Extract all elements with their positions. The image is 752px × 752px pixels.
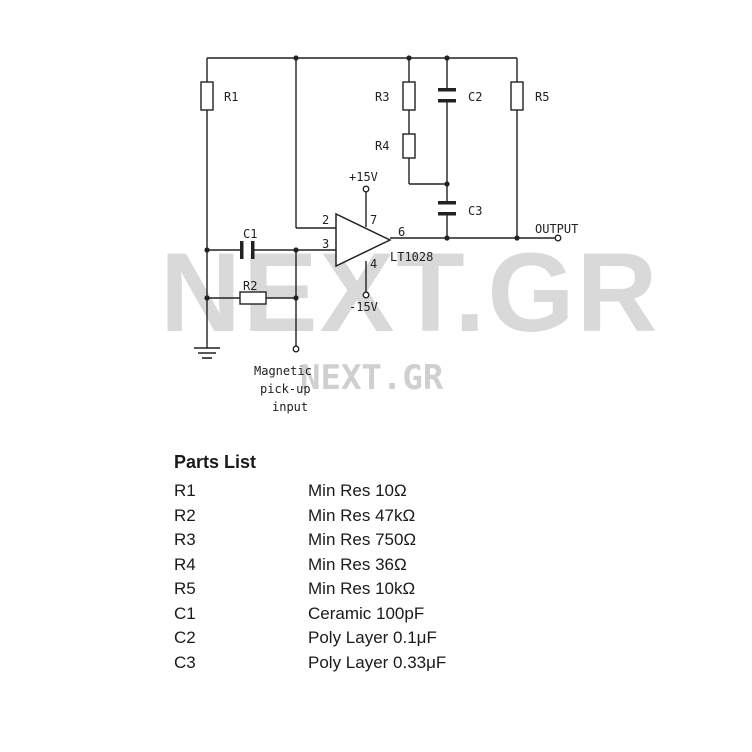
parts-list-row: C1 Ceramic 100pF	[174, 602, 446, 627]
part-ref: R4	[174, 554, 196, 574]
part-ref: R2	[174, 505, 196, 525]
output-label: OUTPUT	[535, 222, 578, 236]
part-desc: Poly Layer 0.1μF	[308, 628, 437, 647]
label-r2: R2	[243, 279, 257, 293]
parts-list-row: C3 Poly Layer 0.33μF	[174, 651, 446, 676]
part-desc: Min Res 10Ω	[308, 481, 407, 500]
opamp-pin-7: 7	[370, 213, 377, 227]
wires	[206, 57, 555, 348]
label-r1: R1	[224, 90, 238, 104]
part-ref: C2	[174, 628, 196, 647]
capacitor-plates	[240, 88, 456, 259]
resistor-r4	[402, 133, 416, 159]
watermark-small: NEXT.GR	[300, 358, 444, 398]
ground-icon	[194, 347, 220, 359]
resistor-bodies	[200, 81, 524, 305]
resistor-r1	[200, 81, 214, 111]
opamp-pin-2: 2	[322, 213, 329, 227]
parts-list-row: R2 Min Res 47kΩ	[174, 504, 446, 529]
part-ref: R5	[174, 579, 196, 598]
label-r3: R3	[375, 90, 389, 104]
label-r5: R5	[535, 90, 549, 104]
part-desc: Min Res 10kΩ	[308, 579, 416, 598]
label-c2: C2	[468, 90, 482, 104]
part-desc: Ceramic 100pF	[308, 603, 425, 623]
part-desc: Min Res 36Ω	[308, 554, 407, 574]
parts-list-title: Parts List	[174, 452, 257, 472]
junction-dots	[204, 55, 520, 301]
opamp-pin-3: 3	[322, 237, 329, 251]
opamp-pin-4: 4	[370, 257, 377, 271]
capacitor-c1-plate-a	[240, 241, 244, 259]
parts-list-row: R3 Min Res 750Ω	[174, 528, 446, 553]
part-ref: C3	[174, 652, 196, 672]
supply-negative-label: -15V	[349, 300, 378, 314]
part-desc: Min Res 750Ω	[308, 530, 417, 549]
parts-list-row: R4 Min Res 36Ω	[174, 553, 446, 578]
parts-list-row: C2 Poly Layer 0.1μF	[174, 626, 446, 651]
part-desc: Min Res 47kΩ	[308, 505, 416, 525]
supply-positive-label: +15V	[349, 170, 378, 184]
capacitor-c1-plate-b	[251, 241, 255, 259]
capacitor-c2-plate-a	[438, 88, 456, 92]
resistor-r3	[402, 81, 416, 111]
parts-list: Parts List R1 Min Res 10Ω R2 Min Res 47k…	[174, 452, 446, 675]
part-ref: R1	[174, 481, 196, 500]
terminals	[292, 185, 562, 353]
capacitor-c3-plate-b	[438, 212, 456, 216]
opamp-symbol	[335, 212, 392, 268]
label-r4: R4	[375, 139, 389, 153]
opamp-pin-6: 6	[398, 225, 405, 239]
input-label-line-1: Magnetic	[254, 364, 312, 378]
resistor-r2	[239, 291, 267, 305]
input-label-line-3: input	[272, 400, 308, 414]
resistor-r5	[510, 81, 524, 111]
label-c3: C3	[468, 204, 482, 218]
capacitor-c3-plate-a	[438, 201, 456, 205]
opamp-part-label: LT1028	[390, 250, 433, 264]
capacitor-c2-plate-b	[438, 99, 456, 103]
part-ref: C1	[174, 603, 196, 623]
parts-list-row: R5 Min Res 10kΩ	[174, 577, 446, 602]
label-c1: C1	[243, 227, 257, 241]
input-label-line-2: pick-up	[260, 382, 311, 396]
parts-list-row: R1 Min Res 10Ω	[174, 479, 446, 504]
part-ref: R3	[174, 530, 196, 549]
part-desc: Poly Layer 0.33μF	[308, 652, 447, 672]
